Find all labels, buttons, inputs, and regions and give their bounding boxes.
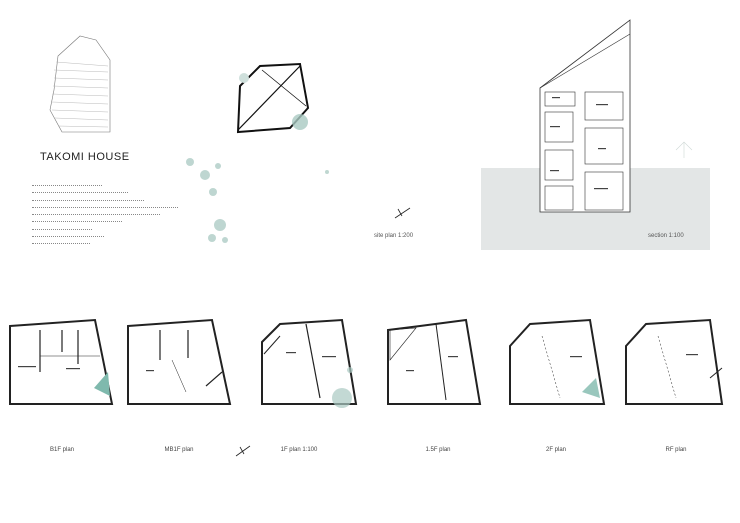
plan-1-5f-drawing: [387, 318, 482, 405]
plan-2f-drawing: [509, 318, 606, 405]
section-drawing: [481, 19, 710, 250]
plan-1f-drawing: [261, 318, 358, 408]
project-title: TAKOMI HOUSE: [40, 151, 130, 163]
plan-mb1f-drawing: [127, 318, 232, 405]
roof-plan: [236, 62, 310, 134]
north-arrow-icon: [394, 207, 411, 219]
section-caption: section 1:100: [648, 233, 684, 239]
axonometric-view: [49, 35, 111, 133]
project-notes: [32, 185, 182, 251]
plan-label-rf: RF plan: [665, 447, 687, 453]
site-trees: [186, 158, 329, 243]
floor-plans: [9, 318, 724, 408]
plan-label-b1f: B1F plan: [49, 447, 74, 453]
site-plan-caption: site plan 1:200: [374, 233, 414, 239]
plan-label-mb1f: MB1F plan: [164, 447, 194, 453]
plan-label-1f: 1F plan 1:100: [280, 447, 318, 453]
plans-north-arrow-icon: [235, 445, 251, 457]
plan-b1f-drawing: [9, 318, 114, 405]
plan-label-1-5f: 1.5F plan: [425, 447, 451, 453]
plan-label-2f: 2F plan: [545, 447, 566, 453]
plan-rf-drawing: [625, 318, 724, 405]
